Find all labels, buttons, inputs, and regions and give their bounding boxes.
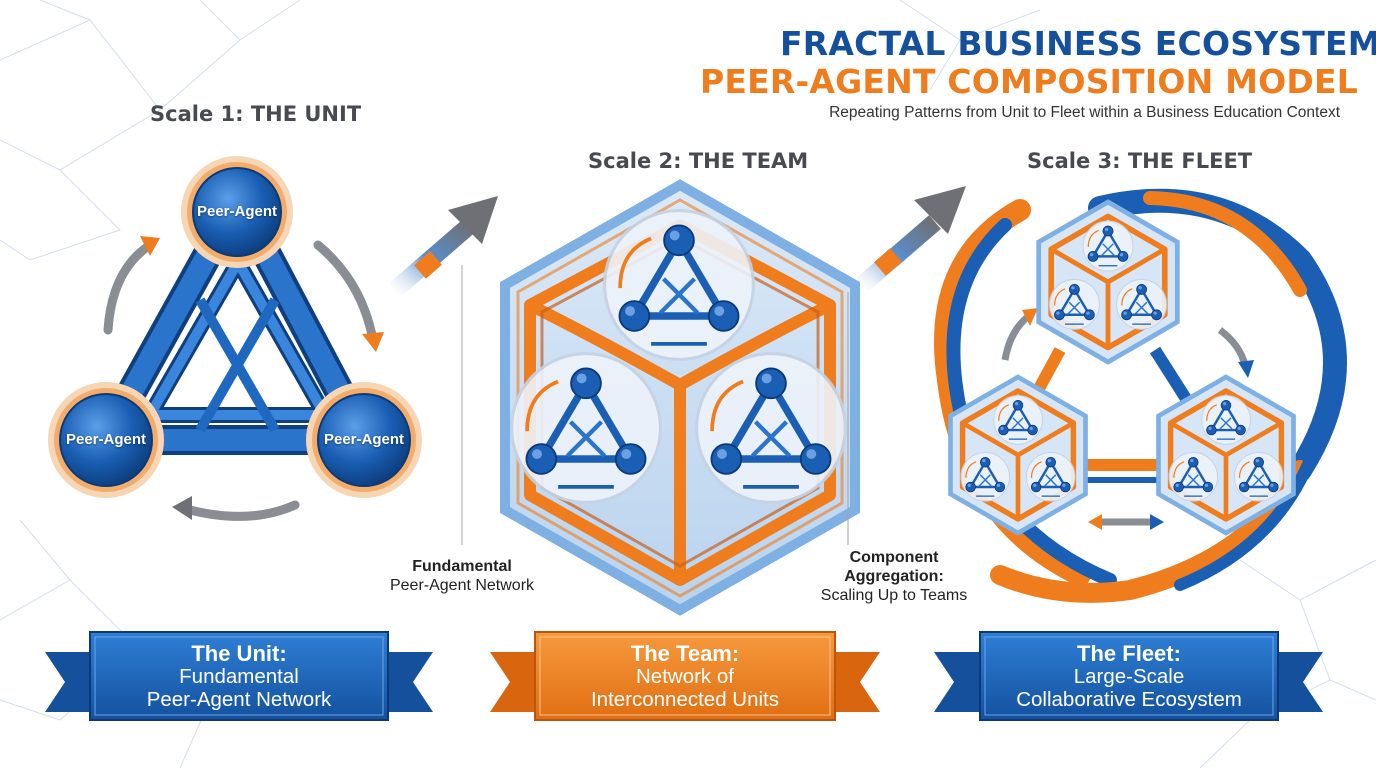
fleet-connectors xyxy=(1024,346,1196,483)
unit-node-left xyxy=(48,382,164,498)
banner-unit-line-2: Peer-Agent Network xyxy=(146,688,332,711)
fleet-team-hex-top-unit-right xyxy=(1116,278,1168,330)
banner-unit-title: The Unit: xyxy=(191,641,287,666)
fleet-team-hex-right-unit-top xyxy=(1201,395,1251,445)
page-title-line-1: FRACTAL BUSINESS ECOSYSTEM: xyxy=(780,24,1376,63)
team-cube-frame xyxy=(524,219,836,586)
mini-unit-layer xyxy=(510,199,1296,536)
banner-team-title: The Team: xyxy=(630,641,740,666)
scale-heading-team: Scale 2: THE TEAM xyxy=(588,149,809,173)
banner-unit-line-1: Fundamental xyxy=(179,665,299,688)
transition-callout-1: Fundamental Peer-Agent Network xyxy=(372,557,552,595)
transition-callout-1-text: Peer-Agent Network xyxy=(389,577,535,594)
banner-fleet-title: The Fleet: xyxy=(1077,641,1181,666)
transition-callout-1-title: Fundamental xyxy=(412,558,512,575)
fleet-rotation-arrows xyxy=(1001,308,1254,530)
scale-heading-fleet: Scale 3: THE FLEET xyxy=(1027,149,1253,173)
unit-node-top xyxy=(181,156,293,268)
page-title-line-2: PEER-AGENT COMPOSITION MODEL xyxy=(700,62,1358,101)
banner-fleet-line-1: Large-Scale xyxy=(1073,665,1185,688)
banner-team-line-2: Interconnected Units xyxy=(590,688,780,711)
unit-diagram xyxy=(48,156,422,521)
team-mini-unit-top xyxy=(603,209,755,361)
scale-heading-unit: Scale 1: THE UNIT xyxy=(150,102,362,126)
fleet-team-hex-left-unit-top xyxy=(993,395,1043,445)
unit-triangle-frame xyxy=(90,185,380,455)
transition-callout-2-text: Scaling Up to Teams xyxy=(820,587,968,604)
unit-node-label-top: Peer-Agent xyxy=(196,203,278,220)
page-subtitle: Repeating Patterns from Unit to Fleet wi… xyxy=(829,104,1340,121)
fleet-team-hex-top-unit-left xyxy=(1048,278,1100,330)
fleet-team-hex-top-unit-top xyxy=(1082,220,1134,272)
unit-node-label-right: Peer-Agent xyxy=(323,431,405,448)
banner-team-text: The Team: Network of Interconnected Unit… xyxy=(535,642,835,711)
team-mini-unit-left xyxy=(510,352,662,504)
banner-fleet-line-2: Collaborative Ecosystem xyxy=(1016,688,1242,711)
fleet-team-hex-left-unit-left xyxy=(960,451,1011,502)
fleet-team-hex-right-unit-right xyxy=(1233,451,1284,502)
transition-callout-2: Component Aggregation: Scaling Up to Tea… xyxy=(800,548,988,605)
scale-up-arrow-1 xyxy=(389,196,498,297)
unit-node-right xyxy=(306,382,422,498)
transition-callout-2-title: Component xyxy=(849,549,939,566)
unit-node-label-left: Peer-Agent xyxy=(65,431,147,448)
banner-fleet xyxy=(934,631,1323,721)
banner-team-line-1: Network of xyxy=(636,665,734,688)
banner-fleet-text: The Fleet: Large-Scale Collaborative Eco… xyxy=(980,642,1278,711)
transition-callout-2-title-2: Aggregation: xyxy=(844,568,944,585)
team-mini-unit-right xyxy=(695,352,847,504)
banner-unit-text: The Unit: Fundamental Peer-Agent Network xyxy=(90,642,388,711)
fleet-team-hex-left-unit-right xyxy=(1025,451,1076,502)
banner-unit xyxy=(45,631,433,721)
scale-up-arrow-2 xyxy=(856,186,966,292)
fleet-team-hex-right-unit-left xyxy=(1168,451,1219,502)
unit-rotation-arrows xyxy=(103,236,384,521)
banner-team xyxy=(490,631,880,721)
